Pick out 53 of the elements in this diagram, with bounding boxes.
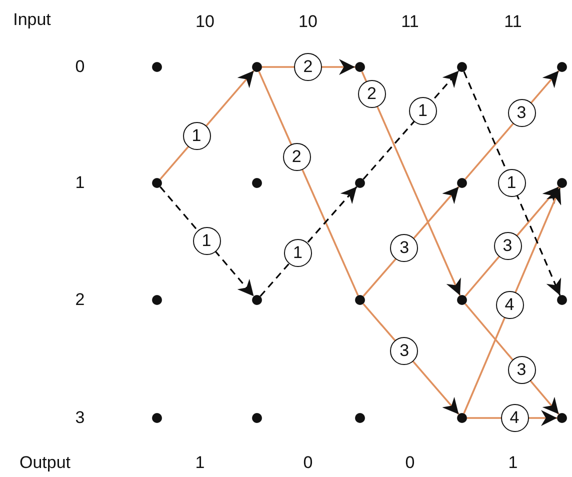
trellis-dot <box>457 178 467 188</box>
state-label: 2 <box>75 290 85 310</box>
bit-label: 1 <box>508 453 518 473</box>
arrow <box>361 71 461 296</box>
edge-label: 1 <box>284 238 312 267</box>
edge-label: 2 <box>282 143 311 172</box>
trellis-dot <box>152 295 162 305</box>
edge-label: 3 <box>508 356 536 384</box>
edge-label: 4 <box>500 404 528 432</box>
trellis-dot <box>457 62 467 72</box>
edge-label: 3 <box>494 232 522 260</box>
edge-label: 1 <box>192 227 220 255</box>
trellis-dot <box>355 413 365 423</box>
edge-label: 2 <box>294 52 322 80</box>
trellis-dot <box>355 295 365 305</box>
edge-label: 1 <box>498 169 526 197</box>
dashed-arrow <box>260 186 358 297</box>
bit-label: 11 <box>401 12 419 32</box>
trellis-dot <box>557 413 567 423</box>
trellis-dot <box>252 295 262 305</box>
state-label: 0 <box>75 57 85 77</box>
dashed-arrow <box>463 71 562 296</box>
trellis-dot <box>355 178 365 188</box>
state-label: 3 <box>75 408 85 428</box>
arrow <box>463 187 562 414</box>
trellis-dot <box>252 413 262 423</box>
trellis-dot <box>252 62 262 72</box>
trellis-dot <box>557 295 567 305</box>
edge-label: 1 <box>408 96 437 125</box>
bit-label: 1 <box>195 453 205 473</box>
trellis-dot <box>457 295 467 305</box>
bit-label: 0 <box>405 453 415 473</box>
edge-label: 3 <box>508 98 536 127</box>
axis-title: Input <box>13 10 51 30</box>
bit-label: 11 <box>504 12 522 32</box>
trellis-dot <box>557 178 567 188</box>
edge-label: 4 <box>496 290 524 319</box>
bit-label: 0 <box>303 453 313 473</box>
axis-title: Output <box>19 453 71 473</box>
trellis-dot <box>457 413 467 423</box>
edge-label: 1 <box>182 122 210 150</box>
trellis-dot <box>355 62 365 72</box>
trellis-dot <box>252 178 262 188</box>
state-label: 1 <box>75 173 85 193</box>
edge-label: 3 <box>390 337 418 366</box>
edge-label: 2 <box>358 80 386 108</box>
trellis-dot <box>557 62 567 72</box>
trellis-dot <box>152 62 162 72</box>
trellis-dot <box>152 413 162 423</box>
bit-label: 10 <box>196 12 214 32</box>
trellis-dot <box>152 178 162 188</box>
edge-label: 3 <box>390 234 418 262</box>
bit-label: 10 <box>298 12 318 32</box>
